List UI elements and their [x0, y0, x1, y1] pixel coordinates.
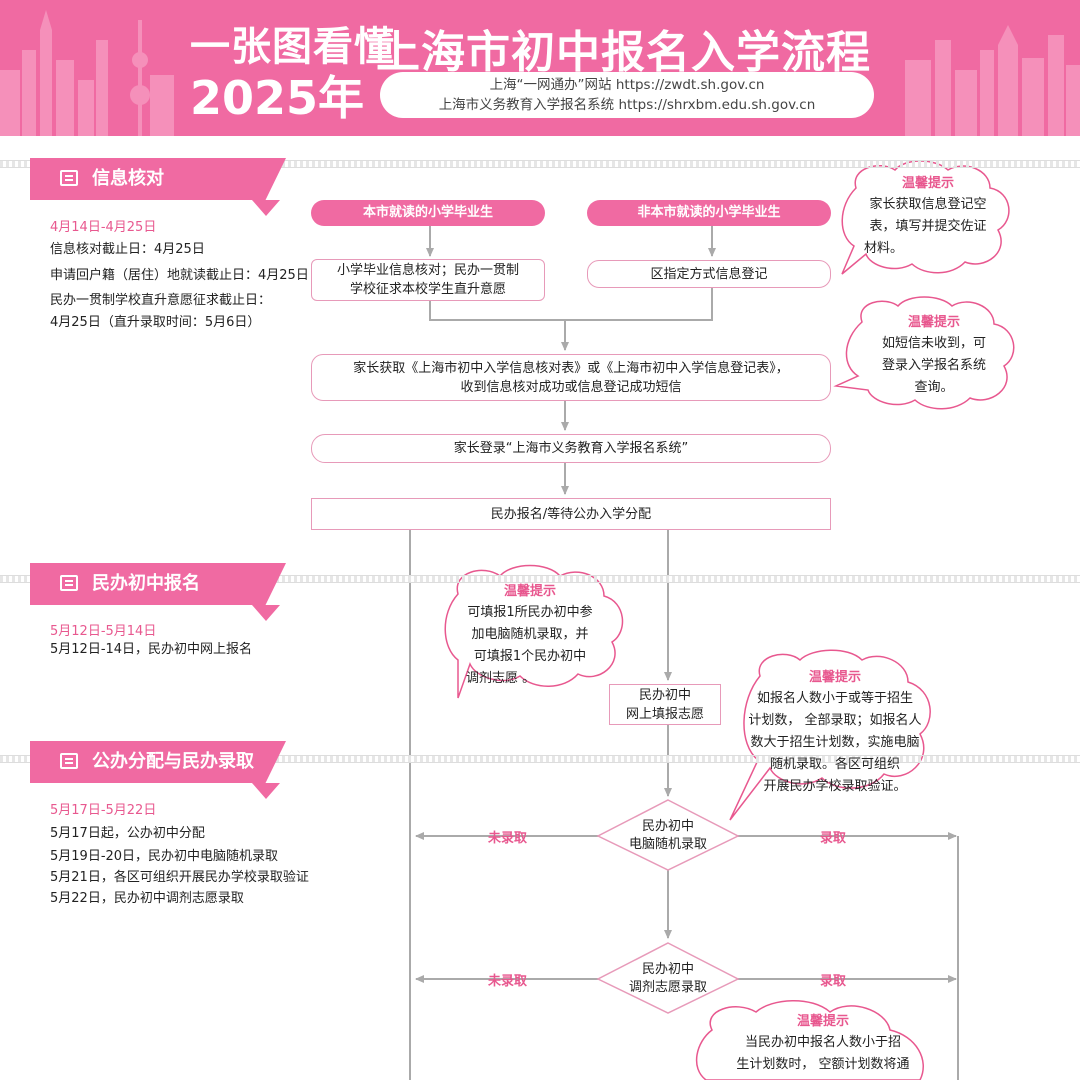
info-line: 5月22日，民办初中调剂志愿录取 [50, 891, 244, 906]
header-year: 2025年 [190, 71, 365, 125]
tip-line: 查询。 [914, 380, 954, 395]
section-tab-tail [252, 783, 280, 799]
tip-cloud-shape-2 [833, 296, 1015, 410]
tip-cloud-shape-5 [695, 1000, 924, 1080]
section-title: 信息核对 [92, 168, 164, 189]
section-tab-private-apply: 民办初中报名 [30, 563, 286, 605]
website-link-enrollment-system[interactable]: 上海市义务教育入学报名系统 https://shrxbm.edu.sh.gov.… [438, 97, 816, 113]
decision-line: 民办初中 [641, 962, 694, 977]
tip-line: 材料。 [864, 241, 904, 256]
decision-line: 民办初中 [641, 819, 694, 834]
get-info-table-box: 家长获取《上海市初中入学信息核对表》或《上海市初中入学信息登记表》， 收到信息核… [311, 354, 831, 401]
not-admitted-label: 未录取 [488, 831, 528, 846]
info-line: 5月21日，各区可组织开展民办学校录取验证 [50, 870, 309, 885]
tip-line: 加电脑随机录取，并 [471, 627, 589, 642]
tip-title: 温馨提示 [808, 670, 861, 685]
header-title: 上海市初中报名入学流程 [376, 27, 871, 78]
section-divider-1 [0, 160, 1080, 168]
tip-line: 开展民办学校录取验证。 [763, 779, 907, 794]
section-tab-info-check: 信息核对 [30, 158, 286, 200]
info-line: 5月17日起，公办初中分配 [50, 826, 205, 841]
section-divider-2 [0, 575, 1080, 583]
edit-note-icon [60, 575, 78, 591]
admitted-label: 录取 [820, 974, 847, 989]
tip-title: 温馨提示 [796, 1014, 849, 1029]
section-tab-tail [252, 605, 280, 621]
section-title: 民办初中报名 [92, 573, 200, 594]
box-line: 小学毕业信息核对；民办一贯制 [336, 263, 519, 278]
info-line: 4月25日（直升录取时间：5月6日） [50, 315, 261, 330]
tip-line: 表，填写并提交佐证 [869, 219, 987, 234]
section-date-range: 5月17日-5月22日 [50, 803, 157, 818]
info-line: 民办一贯制学校直升意愿征求截止日： [50, 293, 272, 308]
tip-cloud-apply: 温馨提示 可填报1所民办初中参 加电脑随机录取，并 可填报1个民办初中 调剂志愿… [452, 582, 608, 690]
tip-cloud-adjust: 温馨提示 当民办初中报名人数小于招 生计划数时， 空额计划数将通 [720, 1012, 926, 1076]
adjust-decision-label: 民办初中 调剂志愿录取 [608, 961, 728, 997]
info-line: 信息核对截止日：4月25日 [50, 242, 205, 257]
tip-cloud-lottery: 温馨提示 如报名人数小于或等于招生 计划数， 全部录取；如报名人 数大于招生计划… [738, 668, 932, 798]
header-subtitle: 一张图看懂 [190, 24, 395, 70]
tip-title: 温馨提示 [901, 176, 954, 191]
tip-line: 数大于招生计划数，实施电脑 [750, 735, 920, 750]
tip-line: 调剂志愿 。 [466, 671, 536, 686]
city-skyline-illustration [0, 10, 1080, 136]
not-admitted-label: 未录取 [488, 974, 528, 989]
info-line: 5月19日-20日，民办初中电脑随机录取 [50, 849, 279, 864]
choose-path-box: 民办报名/等待公办入学分配 [311, 498, 831, 530]
info-line: 5月12日-14日，民办初中网上报名 [50, 642, 253, 657]
tip-cloud-shape-4 [729, 649, 931, 821]
section-date-range: 5月12日-5月14日 [50, 624, 157, 639]
tip-line: 当民办初中报名人数小于招 [744, 1035, 901, 1050]
website-info-pill: 上海“一网通办”网站 https://zwdt.sh.gov.cn 上海市义务教… [380, 72, 874, 118]
parent-login-box: 家长登录“上海市义务教育入学报名系统” [311, 434, 831, 463]
tip-line: 登录入学报名系统 [881, 358, 986, 373]
decision-diamond-adjust [596, 942, 740, 1014]
website-link-yiwangtongban[interactable]: 上海“一网通办”网站 https://zwdt.sh.gov.cn [489, 77, 765, 93]
tip-line: 如短信未收到，可 [881, 336, 986, 351]
header-banner: 一张图看懂 2025年 上海市初中报名入学流程 上海“一网通办”网站 https… [0, 0, 1080, 136]
box-text: 区指定方式信息登记 [650, 266, 768, 282]
section-tab-allocation: 公办分配与民办录取 [30, 741, 286, 783]
box-line: 民办初中 [638, 687, 691, 703]
local-graduates-header: 本市就读的小学毕业生 [311, 200, 545, 226]
online-apply-box: 民办初中 网上填报志愿 [609, 684, 721, 725]
edit-note-icon [60, 753, 78, 769]
edit-note-icon [60, 170, 78, 186]
lottery-decision-label: 民办初中 电脑随机录取 [608, 818, 728, 854]
nonlocal-register-box: 区指定方式信息登记 [587, 260, 831, 288]
decision-line: 调剂志愿录取 [628, 980, 707, 995]
tip-line: 计划数， 全部录取；如报名人 [748, 713, 922, 728]
local-info-check-box: 小学毕业信息核对；民办一贯制 学校征求本校学生直升意愿 [311, 259, 545, 301]
section-tab-tail [252, 200, 280, 216]
decision-line: 电脑随机录取 [628, 837, 707, 852]
tip-line: 家长获取信息登记空 [869, 197, 987, 212]
decision-diamond-lottery [596, 799, 740, 871]
tip-line: 如报名人数小于或等于招生 [756, 691, 913, 706]
tip-title: 温馨提示 [907, 315, 960, 330]
box-text: 家长登录“上海市义务教育入学报名系统” [453, 441, 689, 456]
box-line: 网上填报志愿 [625, 706, 704, 722]
tip-cloud-register: 温馨提示 家长获取信息登记空 表，填写并提交佐证 材料。 [856, 174, 1000, 260]
box-line: 学校征求本校学生直升意愿 [349, 282, 506, 297]
info-line: 申请回户籍（居住）地就读截止日：4月25日 [50, 268, 309, 283]
nonlocal-graduates-header: 非本市就读的小学毕业生 [587, 200, 831, 226]
section-title: 公办分配与民办录取 [92, 751, 254, 772]
section-divider-3 [0, 755, 1080, 763]
tip-cloud-sms: 温馨提示 如短信未收到，可 登录入学报名系统 查询。 [862, 313, 1006, 399]
tip-title: 温馨提示 [503, 584, 556, 599]
section-date-range: 4月14日-4月25日 [50, 220, 157, 235]
tip-line: 生计划数时， 空额计划数将通 [736, 1057, 910, 1072]
box-line: 收到信息核对成功或信息登记成功短信 [460, 379, 682, 395]
box-text: 民办报名/等待公办入学分配 [490, 506, 652, 522]
admitted-label: 录取 [820, 831, 847, 846]
tip-cloud-shape-3 [444, 564, 624, 699]
tip-line: 可填报1所民办初中参 [467, 605, 593, 620]
tip-line: 随机录取。各区可组织 [769, 757, 900, 772]
box-line: 家长获取《上海市初中入学信息核对表》或《上海市初中入学信息登记表》， [353, 360, 789, 376]
tip-line: 可填报1个民办初中 [473, 649, 587, 664]
